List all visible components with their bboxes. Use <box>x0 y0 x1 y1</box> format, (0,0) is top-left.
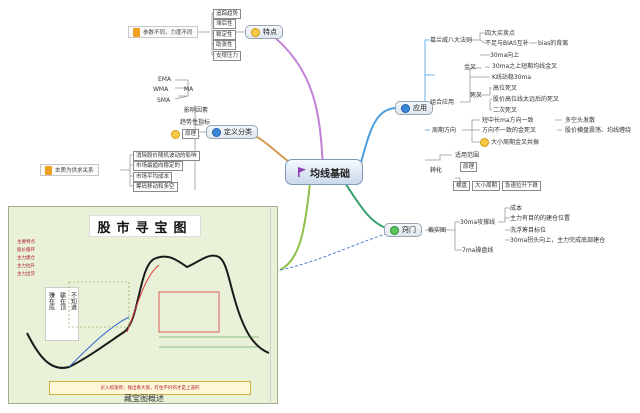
principle-item: 市场平均成本 <box>133 172 173 182</box>
sicha-item: 高位死叉 <box>493 85 518 92</box>
connector-yingyong <box>359 107 396 167</box>
smile-icon <box>171 129 180 139</box>
cycle-item: 方向不一致的金死叉 <box>482 127 537 134</box>
principle-item: 消除股价随机波动的影响 <box>133 151 200 161</box>
granville-item: 四大买卖点 <box>485 30 516 37</box>
ma30-item: 洗浮筹目标位 <box>510 227 547 234</box>
warning-icon <box>45 165 52 175</box>
chart-left-label: 主要特点 <box>17 240 35 245</box>
sicha-item: 二次死叉 <box>493 107 518 114</box>
topic-jiaomen[interactable]: 窍门 <box>384 223 422 237</box>
tedian-item: 支撑压力 <box>213 51 242 61</box>
jincha-item: 30ma之上短期均线金叉 <box>492 63 558 70</box>
connector-jiaomen <box>344 182 393 231</box>
zhibiao-label: 组合应用 <box>430 99 455 106</box>
gaishou-label: 截实图 <box>428 227 447 234</box>
topic-yingyong-label: 应用 <box>413 104 427 112</box>
topic-dingyi[interactable]: 定义分类 <box>206 125 258 139</box>
warning-icon <box>133 27 140 37</box>
granville-label: 葛兰威八大法则 <box>430 37 473 44</box>
chart-left-labels: 主要特点 股价循环 主力建仓 主力拉升 主力出货 <box>17 239 77 279</box>
topic-dingyi-label: 定义分类 <box>224 128 252 136</box>
topic-tedian-label: 特点 <box>263 28 277 36</box>
dingyi-note: 本质为供求关系 <box>40 164 99 176</box>
tedian-note-text: 参数不同，力度不同 <box>143 30 193 36</box>
zhuanhua-item: 大小周期 <box>472 181 501 191</box>
topic-jiaomen-label: 窍门 <box>402 226 416 234</box>
cycle-item: 短中长ma方向一致 <box>482 117 534 124</box>
jincha-label: 金叉 <box>464 64 477 71</box>
topic-tedian[interactable]: 特点 <box>245 25 283 39</box>
chart-left-label: 主力拉升 <box>17 264 35 269</box>
tedian-item: 稳定性 <box>213 30 236 40</box>
principle-item: 筹码移动和多空 <box>133 182 178 192</box>
smile-icon <box>251 27 260 37</box>
central-topic[interactable]: 均线基础 <box>285 159 363 185</box>
dingyi-note-text: 本质为供求关系 <box>55 168 94 174</box>
chart-left-label: 主力建仓 <box>17 256 35 261</box>
connector-dashed <box>271 231 393 273</box>
ma30-up-label: 30ma向上 <box>490 52 520 59</box>
zhuanhua-item: 横盘 <box>453 181 471 191</box>
sma-label: SMA <box>157 97 171 104</box>
big-cycle-label: 大小周期金叉共振 <box>491 139 540 146</box>
sicha-label: 死叉 <box>470 92 483 99</box>
trend-follow-label: 适用范围 <box>455 152 480 159</box>
chart-title: 股市寻宝图 <box>89 215 201 237</box>
ma30-item: 成本 <box>510 205 523 212</box>
jincha-item: K线站稳30ma <box>492 74 532 81</box>
tedian-item: 追踪趋势 <box>213 9 242 19</box>
tedian-note: 参数不同，力度不同 <box>128 26 198 38</box>
ma30-item: 30ma拐头向上，主力完成底部建仓 <box>510 237 606 244</box>
chart-vertical-box: 赚在底 输在顶 不知道 <box>45 287 79 341</box>
cycle-label: 周期方向 <box>432 127 457 134</box>
tedian-item: 助涨性 <box>213 40 236 50</box>
topic-yingyong[interactable]: 应用 <box>395 101 433 115</box>
info-icon <box>212 127 221 137</box>
arrow-icon <box>390 225 399 235</box>
big-cycle-node[interactable]: 大小周期金叉共振 <box>480 138 539 147</box>
ma30-item: 主力有目的的建仓位置 <box>510 215 571 222</box>
smile-icon <box>480 138 489 147</box>
chart-footer: 买入抓涨停；抛出看大盘，盯住不好的才是上道的 <box>49 381 251 395</box>
vertical-text: 输在顶 <box>58 292 66 310</box>
ma7-label: 7ma操盘线 <box>462 247 494 254</box>
zhuanhua-item: 急速拉升下跌 <box>502 181 542 191</box>
chart-price-curve <box>26 254 270 369</box>
zhuanhua-label: 转化 <box>430 167 443 174</box>
vertical-text: 不知道 <box>69 292 77 310</box>
principle-item: 市场最趋向稳定的 <box>133 161 184 171</box>
connector-chart <box>279 182 311 271</box>
sicha-item: 股价高位线太远后的死叉 <box>493 96 560 103</box>
connector-tedian <box>267 31 324 167</box>
principle-node[interactable]: 原理 <box>171 129 200 139</box>
trend-indicator-label: 趋势性指标 <box>180 119 211 126</box>
cycle-right-item: 多空头发散 <box>565 117 596 124</box>
chart-caption: 藏宝图概述 <box>124 394 164 403</box>
chart-right-border <box>270 206 271 402</box>
ma30-label: 30ma攻撑线 <box>460 219 496 226</box>
ma-label: MA <box>184 86 194 93</box>
chart-left-label: 主力出货 <box>17 272 35 277</box>
treasure-map-image: 股市寻宝图 主要特点 股价循环 主力建仓 主力拉升 主力出货 赚在底 输在顶 不… <box>8 206 278 404</box>
person-icon <box>401 103 410 113</box>
principle-box: 原理 <box>460 162 478 172</box>
cycle-right-item: 股价横盘震荡、均线缠绕 <box>565 127 632 134</box>
wma-label: WMA <box>153 86 169 93</box>
central-title: 均线基础 <box>310 168 350 180</box>
principle-label: 原理 <box>182 129 200 139</box>
tedian-item: 滞后性 <box>213 19 236 29</box>
influence-label: 影响因素 <box>184 107 209 114</box>
chart-left-label: 股价循环 <box>17 248 35 253</box>
granville-item: 不足与BIAS互补 <box>485 40 529 47</box>
flag-icon <box>298 167 306 177</box>
granville-item: bias的背离 <box>538 40 569 47</box>
ema-label: EMA <box>158 76 172 83</box>
vertical-text: 赚在底 <box>47 292 55 310</box>
